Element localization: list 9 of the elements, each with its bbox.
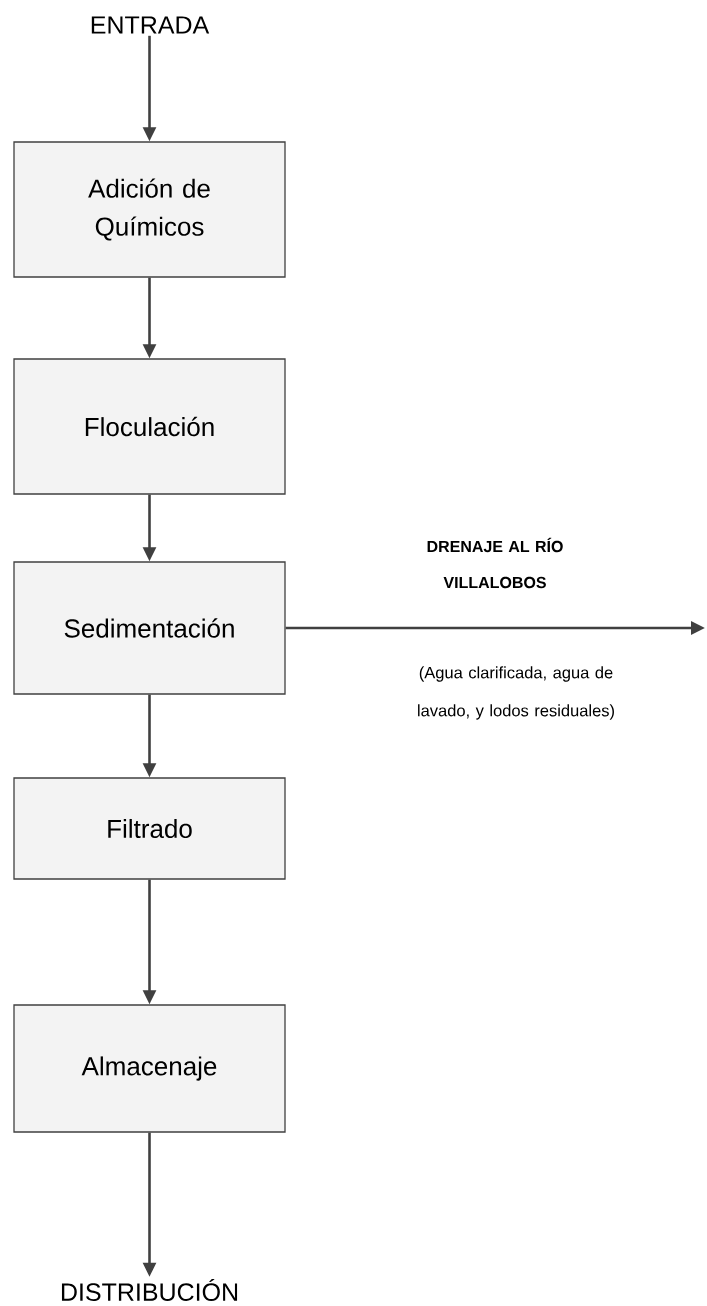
process-box: Sedimentación	[13, 561, 286, 695]
process-box: Almacenaje	[13, 1004, 286, 1133]
note-text: (Agua clarificada, agua de lavado, y lodos residuales)	[418, 666, 614, 720]
process-box: Adición de Químicos	[13, 141, 286, 278]
process-box: Floculación	[13, 358, 286, 495]
flow-label: ENTRADA	[91, 16, 210, 34]
process-box: Filtrado	[13, 777, 286, 880]
edge-label: DRENAJE AL RÍO VILLALOBOS	[427, 537, 563, 589]
flow-label: DISTRIBUCIÓN	[61, 1279, 238, 1301]
